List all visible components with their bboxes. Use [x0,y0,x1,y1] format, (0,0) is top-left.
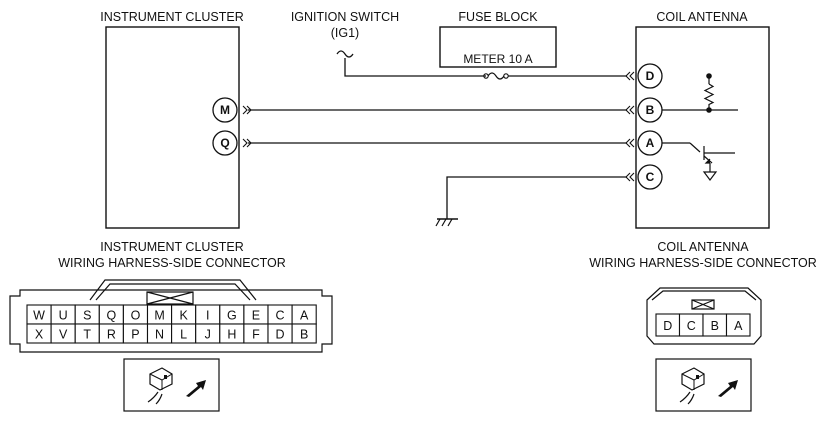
fuse-block-box [439,26,557,68]
antenna-pin-b: B [637,97,663,123]
instrument-cluster-title: INSTRUMENT CLUSTER [100,10,244,24]
coil-antenna-box [635,26,770,229]
resistor-icon [662,73,738,113]
ic-connector-terminal-label: D [276,328,285,342]
ic-connector-terminal-label: G [227,309,237,323]
ig1-wire [344,58,486,77]
ca-connector-cavity [725,313,751,337]
cluster-pin-m: M [212,97,238,123]
ic-connector-terminal-label: T [83,328,91,342]
ic-connector-terminal-label: P [131,328,139,342]
ic-connector-terminal-label: U [59,309,68,323]
fuse-block-title: FUSE BLOCK [458,10,538,24]
antenna-connector-marks [625,71,635,182]
ic-connector-terminal-label: K [179,309,188,323]
ic-connector-title-1: INSTRUMENT CLUSTER [100,240,244,254]
transistor-icon [662,142,735,181]
fuse-icon [483,72,509,80]
ic-connector-housing [9,279,333,353]
coil-antenna-title: COIL ANTENNA [656,10,748,24]
ic-connector-terminal-label: J [205,328,211,342]
ca-connector-housing [646,287,762,345]
ic-connector-terminal-label: N [155,328,164,342]
ic-connector-terminal-label: Q [106,309,116,323]
ic-connector-cavity [291,323,317,344]
ic-connector-terminal-label: C [276,309,285,323]
ic-connector-terminal-label: A [300,309,309,323]
ca-connector-terminal-label: D [663,319,672,333]
ca-connector-title-1: COIL ANTENNA [657,240,749,254]
ignition-switch-title: IGNITION SWITCH [291,10,399,24]
connector-view-icon [655,358,752,412]
ic-connector-terminal-label: O [131,309,141,323]
svg-text:A: A [646,136,655,150]
ic-connector-terminal-label: X [35,328,44,342]
ig1-label: (IG1) [331,26,359,40]
ignition-switch-symbol [336,50,354,58]
ic-connector-terminal-label: I [206,309,209,323]
svg-text:Q: Q [220,136,229,150]
ca-connector-terminal-label: B [711,319,719,333]
ic-connector-terminal-label: V [59,328,68,342]
ic-connector-terminal-label: S [83,309,91,323]
instrument-cluster-box [105,26,240,229]
svg-text:M: M [220,103,230,117]
ca-connector-title-2: WIRING HARNESS-SIDE CONNECTOR [589,256,817,270]
ca-connector-terminal-label: A [734,319,743,333]
ic-connector-title-2: WIRING HARNESS-SIDE CONNECTOR [58,256,286,270]
connector-view-icon [123,358,220,412]
ic-connector-terminal-label: M [154,309,164,323]
antenna-pin-a: A [637,130,663,156]
antenna-pin-d: D [637,63,663,89]
ic-connector-terminal-label: H [227,328,236,342]
svg-text:B: B [646,103,655,117]
ic-connector-terminal-label: L [180,328,187,342]
fuse-label: METER 10 A [463,52,532,66]
antenna-pin-c: C [637,164,663,190]
ic-connector-terminal-label: F [252,328,260,342]
ic-connector-terminal-label: B [300,328,308,342]
ic-connector-terminal-label: W [33,309,45,323]
cluster-pin-q: Q [212,130,238,156]
ground-icon [435,218,458,227]
ic-connector-terminal-label: R [107,328,116,342]
wire-c-to-ground [446,176,627,219]
ic-connector-terminal-label: E [252,309,260,323]
svg-text:C: C [646,170,655,184]
ca-connector-terminal-label: C [687,319,696,333]
cluster-connector-marks [242,105,252,148]
svg-text:D: D [646,69,655,83]
